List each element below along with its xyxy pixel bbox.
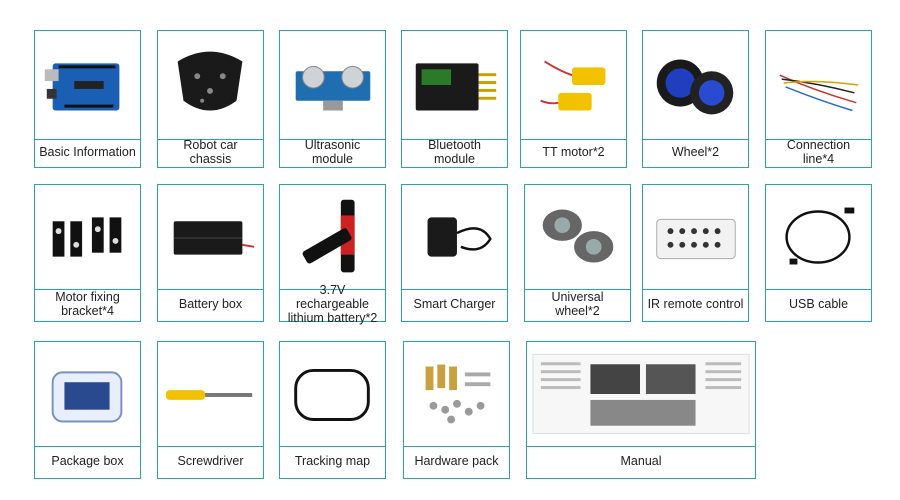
item-label: Manual <box>620 454 662 468</box>
item-label: TT motor*2 <box>542 145 605 159</box>
item-bluetooth-module[interactable]: Bluetooth module <box>401 30 508 168</box>
item-label: Package box <box>51 454 124 468</box>
tt-motor-image <box>521 31 626 140</box>
item-wheel[interactable]: Wheel*2 <box>642 30 749 168</box>
item-connection-line[interactable]: Connection line*4 <box>765 30 872 168</box>
item-basic-information[interactable]: Basic Information <box>34 30 141 168</box>
item-smart-charger[interactable]: Smart Charger <box>401 184 508 322</box>
item-tt-motor[interactable]: TT motor*2 <box>520 30 627 168</box>
item-universal-wheel[interactable]: Universal wheel*2 <box>524 184 631 322</box>
item-usb-cable[interactable]: USB cable <box>765 184 872 322</box>
item-ir-remote-control[interactable]: IR remote control <box>642 184 749 322</box>
item-label: Tracking map <box>294 454 371 468</box>
chassis-image <box>158 31 263 140</box>
item-manual[interactable]: Manual <box>526 341 756 479</box>
item-label: Motor fixing bracket*4 <box>55 290 120 318</box>
item-label: Universal wheel*2 <box>551 290 604 318</box>
item-label: Connection line*4 <box>786 138 851 166</box>
item-hardware-pack[interactable]: Hardware pack <box>403 341 510 479</box>
universal-wheel-image <box>525 185 630 290</box>
item-screwdriver[interactable]: Screwdriver <box>157 341 264 479</box>
item-robot-car-chassis[interactable]: Robot car chassis <box>157 30 264 168</box>
arduino-board-image <box>35 31 140 140</box>
item-label: Screwdriver <box>177 454 244 468</box>
item-package-box[interactable]: Package box <box>34 341 141 479</box>
hardware-pack-image <box>404 342 509 447</box>
ultrasonic-image <box>280 31 385 140</box>
item-label: USB cable <box>788 297 849 311</box>
item-label: IR remote control <box>647 297 744 311</box>
item-label: Bluetooth module <box>428 138 481 166</box>
item-lithium-battery[interactable]: 3.7V rechargeable lithium battery*2 <box>279 184 386 325</box>
item-label: Smart Charger <box>413 297 496 311</box>
tracking-map-image <box>280 342 385 447</box>
item-ultrasonic-module[interactable]: Ultrasonic module <box>279 30 386 168</box>
item-label: Hardware pack <box>414 454 499 468</box>
item-label: Wheel*2 <box>671 145 720 159</box>
package-box-image <box>35 342 140 447</box>
remote-image <box>643 185 748 290</box>
usb-cable-image <box>766 185 871 290</box>
item-label: Basic Information <box>39 145 136 159</box>
item-label: Ultrasonic module <box>304 138 361 166</box>
battery-box-image <box>158 185 263 290</box>
connection-line-image <box>766 31 871 140</box>
lithium-battery-image <box>280 185 385 290</box>
motor-bracket-image <box>35 185 140 290</box>
item-label: Robot car chassis <box>183 138 238 166</box>
item-battery-box[interactable]: Battery box <box>157 184 264 322</box>
charger-image <box>402 185 507 290</box>
item-motor-fixing-bracket[interactable]: Motor fixing bracket*4 <box>34 184 141 322</box>
item-label: Battery box <box>178 297 243 311</box>
manual-image <box>527 342 755 447</box>
bluetooth-module-image <box>402 31 507 140</box>
item-label: 3.7V rechargeable lithium battery*2 <box>287 283 378 325</box>
wheel-image <box>643 31 748 140</box>
screwdriver-image <box>158 342 263 447</box>
item-tracking-map[interactable]: Tracking map <box>279 341 386 479</box>
